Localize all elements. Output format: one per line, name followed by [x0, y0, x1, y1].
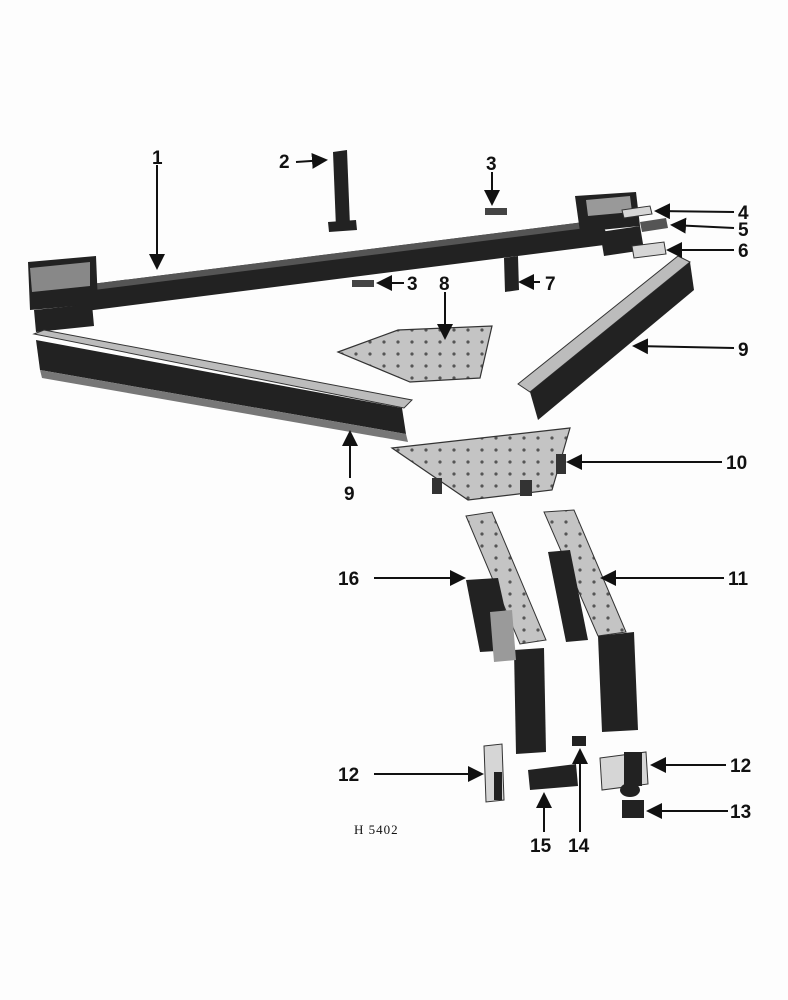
- callout-3-top: 3: [486, 154, 497, 175]
- callout-13: 13: [730, 802, 751, 823]
- plate-part-4: [621, 205, 653, 219]
- clip-part-top: [485, 208, 507, 215]
- callout-14: 14: [568, 836, 590, 857]
- angle-part: [504, 256, 519, 292]
- left-leg-part: [465, 511, 547, 754]
- callout-6: 6: [738, 241, 749, 262]
- callout-12-left: 12: [338, 765, 359, 786]
- post-part: [328, 150, 357, 232]
- callout-16: 16: [338, 569, 359, 590]
- callout-4: 4: [738, 203, 749, 224]
- right-foot-part: [599, 751, 649, 797]
- leader-lines: [149, 152, 735, 832]
- block-part-14: [572, 736, 586, 746]
- callout-9-left: 9: [344, 484, 355, 505]
- callout-15: 15: [530, 836, 552, 857]
- block-part-15: [528, 764, 578, 790]
- reference-code: H 5402: [354, 822, 399, 837]
- callout-1: 1: [152, 148, 163, 169]
- callout-3-mid: 3: [407, 274, 418, 295]
- callout-11: 11: [728, 569, 749, 590]
- callout-7: 7: [545, 274, 556, 295]
- block-part-13: [622, 800, 644, 818]
- gusset-plate-part: [336, 325, 493, 383]
- plate-part-5: [640, 218, 668, 232]
- left-foot-part: [483, 743, 505, 803]
- top-beam-part: [28, 192, 644, 332]
- callout-10: 10: [726, 453, 747, 474]
- callout-9-right: 9: [738, 340, 749, 361]
- callout-2: 2: [279, 152, 290, 173]
- bottom-gusset-part: [390, 427, 571, 501]
- right-channel-part: [517, 255, 694, 420]
- callout-12-right: 12: [730, 756, 751, 777]
- callout-8: 8: [439, 274, 450, 295]
- left-channel-part: [32, 329, 414, 442]
- right-leg-part: [543, 509, 638, 732]
- clip-part-mid: [352, 280, 374, 287]
- callout-5: 5: [738, 220, 749, 241]
